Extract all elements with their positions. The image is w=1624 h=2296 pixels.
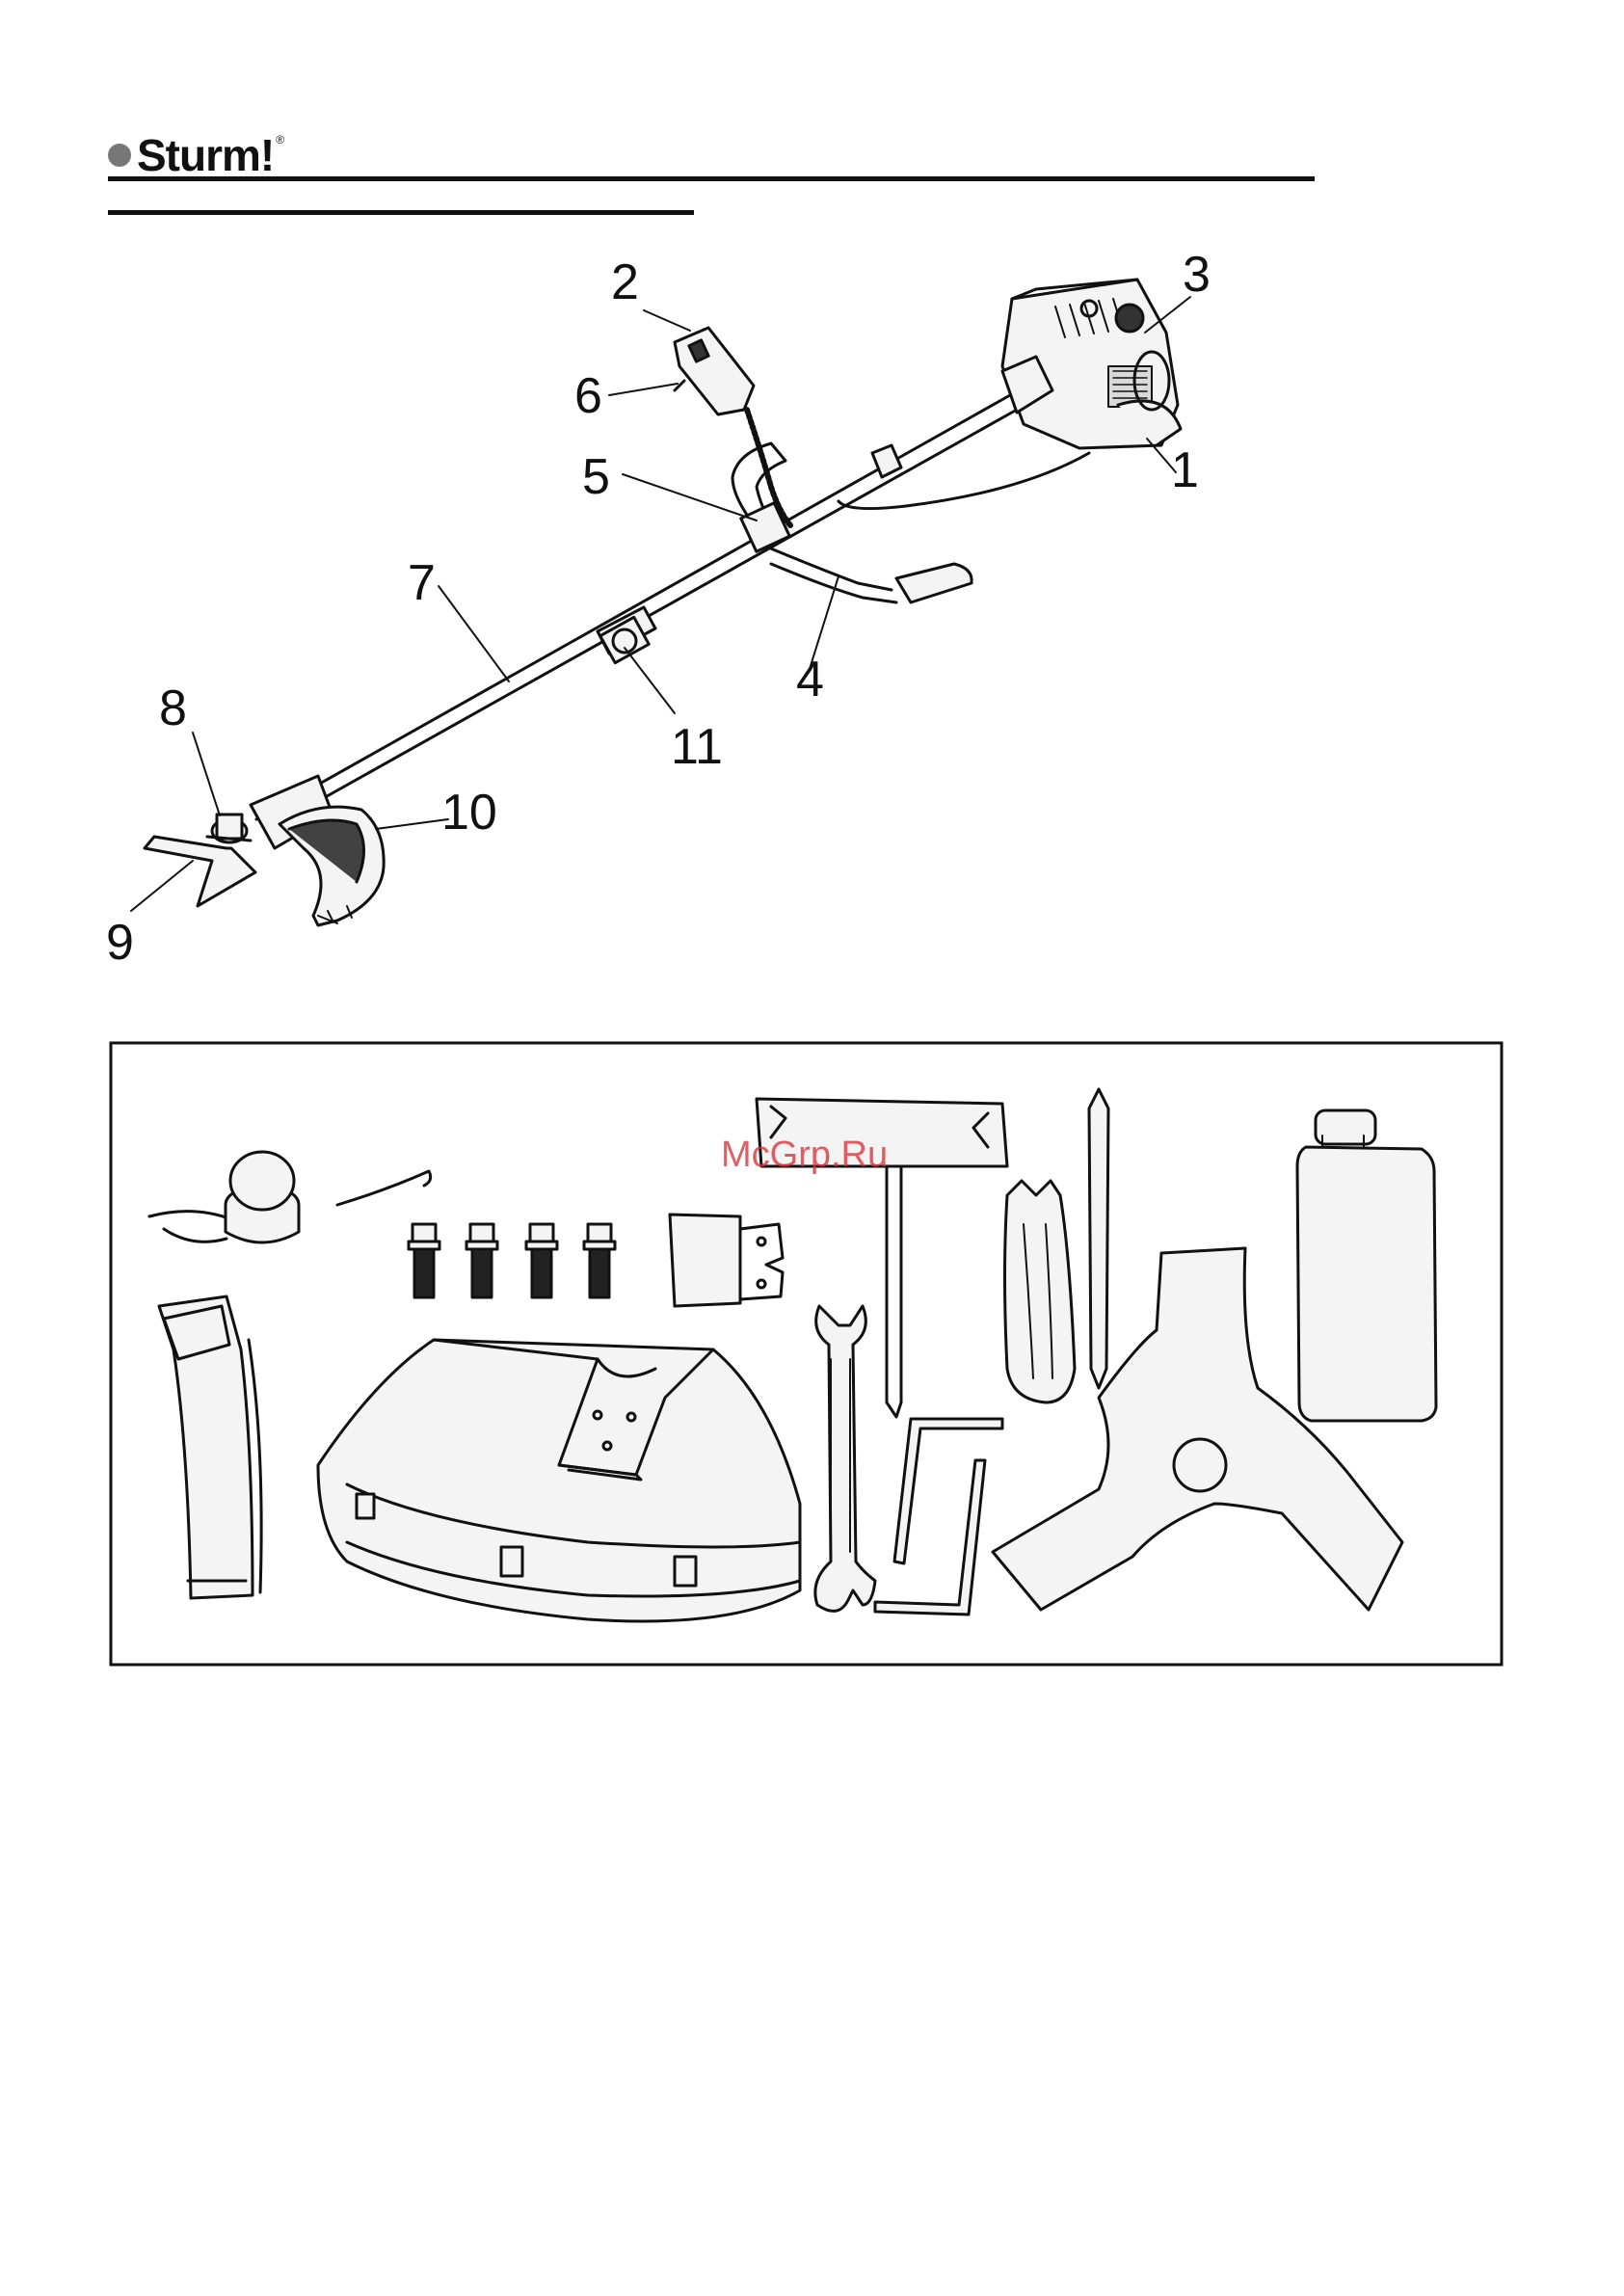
callout-2: 2 xyxy=(611,254,639,310)
callout-3: 3 xyxy=(1183,247,1211,303)
long-pin xyxy=(1089,1089,1108,1388)
open-end-wrench xyxy=(815,1306,875,1611)
callout-4: 4 xyxy=(796,652,824,707)
callout-6: 6 xyxy=(574,368,602,424)
oil-bottle xyxy=(1297,1110,1436,1421)
file-tool xyxy=(1005,1181,1076,1402)
hex-key-set xyxy=(875,1419,1002,1615)
callout-8: 8 xyxy=(159,681,187,736)
callout-11: 11 xyxy=(671,719,723,775)
trimmer-line-head xyxy=(149,1152,431,1242)
callout-9: 9 xyxy=(106,915,134,971)
cutting-blade xyxy=(145,837,255,906)
watermark-text: McGrp.Ru xyxy=(721,1135,888,1175)
callout-7: 7 xyxy=(408,555,436,611)
callout-5: 5 xyxy=(582,449,610,505)
handle-grip xyxy=(675,328,754,414)
callout-10: 10 xyxy=(441,785,497,841)
bolt-set xyxy=(409,1224,615,1297)
shoulder-strap xyxy=(159,1296,261,1598)
guard-bracket xyxy=(670,1215,783,1306)
accessory-guard xyxy=(318,1340,800,1621)
u-handle xyxy=(732,443,972,602)
blade-guard xyxy=(280,807,384,925)
callout-1: 1 xyxy=(1171,442,1199,498)
